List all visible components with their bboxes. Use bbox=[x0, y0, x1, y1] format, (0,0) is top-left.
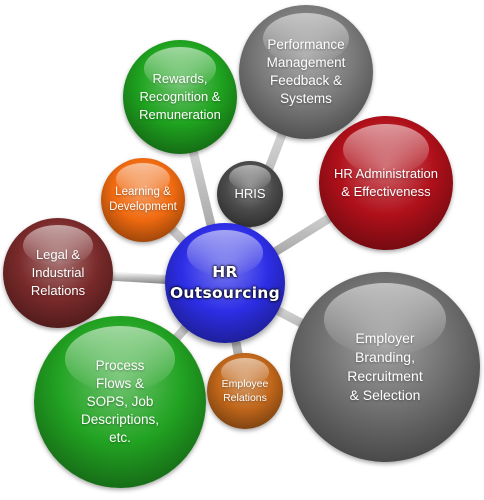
node-hris: HRIS bbox=[217, 161, 283, 227]
node-label-employee-relations: Employee Relations bbox=[221, 378, 269, 404]
node-label-performance: Performance Management Feedback & System… bbox=[266, 37, 346, 106]
node-label-process: Process Flows & SOPS, Job Descriptions, … bbox=[80, 358, 160, 445]
node-performance: Performance Management Feedback & System… bbox=[239, 5, 373, 139]
node-process: Process Flows & SOPS, Job Descriptions, … bbox=[34, 316, 206, 488]
node-label-legal: Legal & Industrial Relations bbox=[30, 247, 86, 298]
node-label-hr-admin: HR Administration & Effectiveness bbox=[333, 166, 439, 199]
node-label-hris: HRIS bbox=[234, 186, 266, 201]
hub-label: HR Outsourcing bbox=[169, 263, 281, 302]
node-employee-relations: Employee Relations bbox=[207, 353, 283, 429]
node-hr-admin: HR Administration & Effectiveness bbox=[319, 116, 453, 250]
hub-node: HR Outsourcing bbox=[165, 223, 285, 343]
node-learning: Learning & Development bbox=[101, 158, 185, 242]
node-label-learning: Learning & Development bbox=[109, 186, 177, 213]
node-label-rewards: Rewards, Recognition & Remuneration bbox=[139, 71, 221, 122]
node-rewards: Rewards, Recognition & Remuneration bbox=[123, 40, 237, 154]
node-legal: Legal & Industrial Relations bbox=[3, 218, 113, 328]
node-label-employer: Employer Branding, Recruitment & Selecti… bbox=[347, 330, 423, 403]
node-employer: Employer Branding, Recruitment & Selecti… bbox=[290, 272, 480, 462]
